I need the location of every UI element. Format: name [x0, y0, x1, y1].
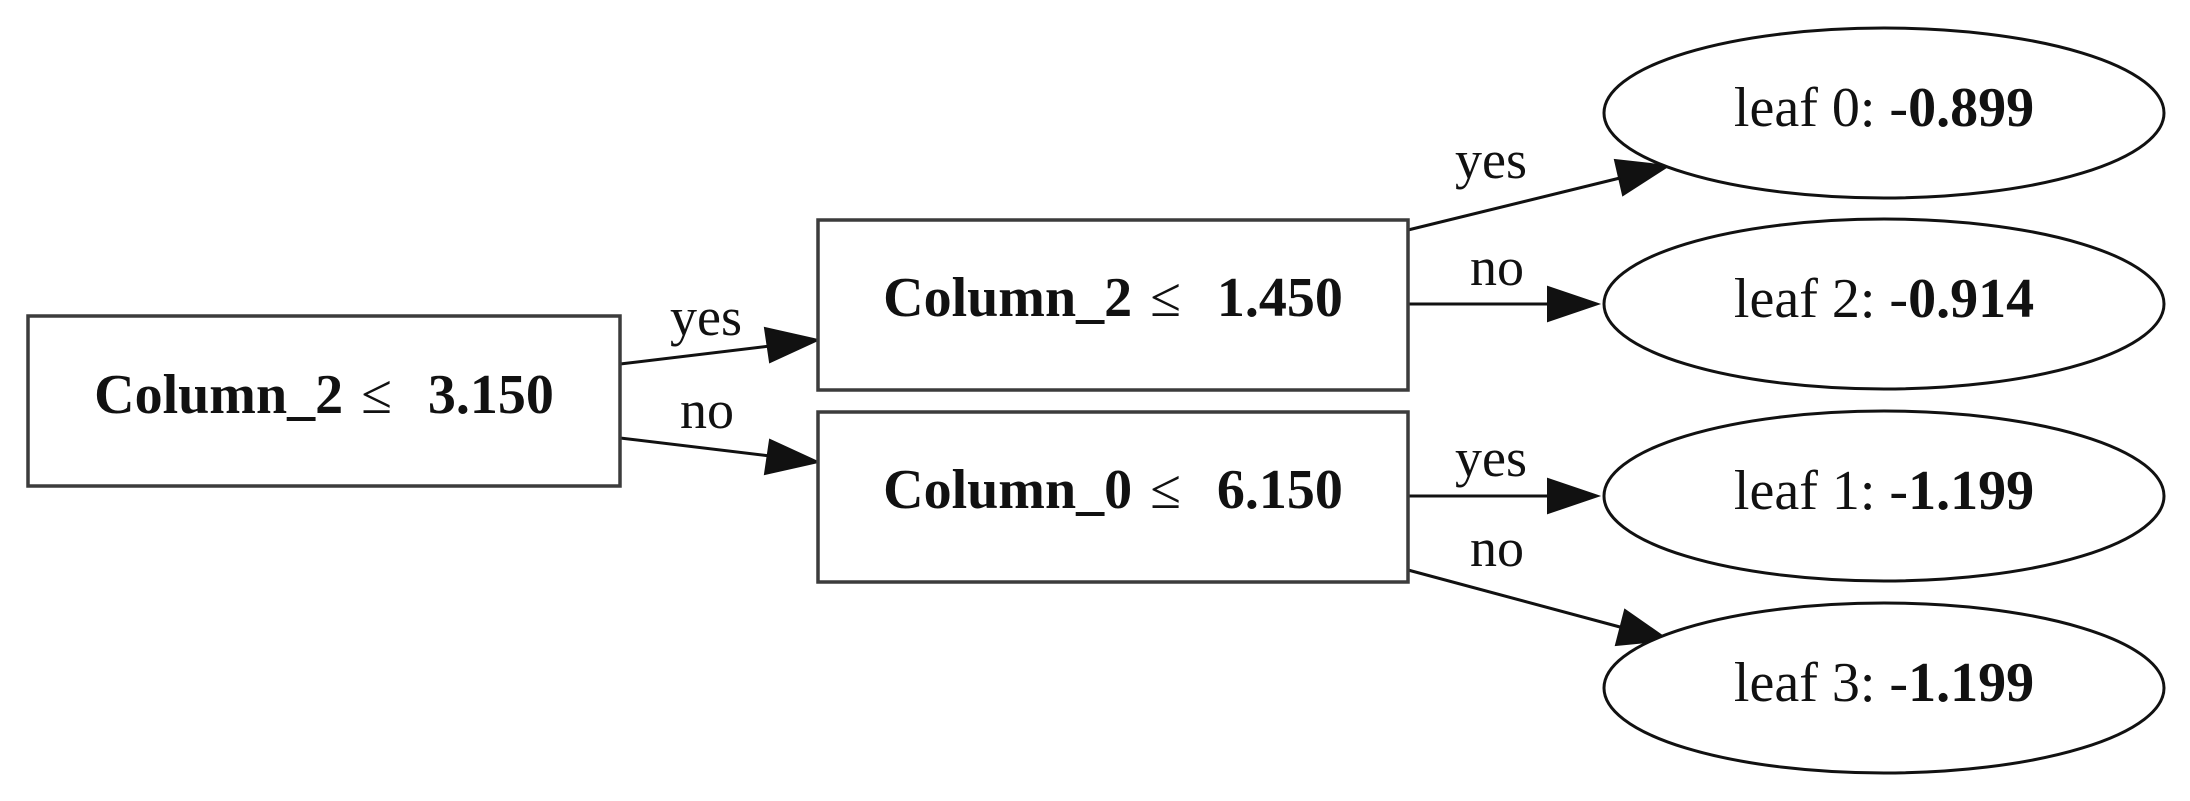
edge-label-split-yes-yes: yes [1455, 130, 1527, 190]
split-threshold: 3.150 [428, 364, 554, 426]
svg-text:leaf 3: -1.199: leaf 3: -1.199 [1734, 652, 2034, 714]
split-threshold: 1.450 [1217, 267, 1343, 329]
leaf-node-0: leaf 0: -0.899 [1602, 26, 2166, 200]
split-node-yes: Column_2 ≤ 1.450 [816, 218, 1410, 392]
split-threshold: 6.150 [1217, 459, 1343, 521]
svg-text:leaf 1: -1.199: leaf 1: -1.199 [1734, 460, 2034, 522]
leaf-node-2: leaf 2: -0.914 [1602, 217, 2166, 391]
split-operator: ≤ [1150, 267, 1181, 329]
svg-text:Column_2 ≤ 3.150: Column_2 ≤ 3.150 [94, 364, 554, 426]
leaf-node-3: leaf 3: -1.199 [1602, 601, 2166, 775]
leaf-sign: - [1889, 460, 1908, 522]
split-feature: Column_0 [883, 459, 1132, 521]
leaf-node-1: leaf 1: -1.199 [1602, 409, 2166, 583]
svg-text:leaf 2: -0.914: leaf 2: -0.914 [1734, 268, 2034, 330]
edge-label-split-no-no: no [1470, 518, 1524, 578]
split-operator: ≤ [361, 364, 392, 426]
leaf-sign: - [1889, 268, 1908, 330]
svg-text:leaf 0: -0.899: leaf 0: -0.899 [1734, 77, 2034, 139]
edge-split-no-no: no [1407, 518, 1671, 647]
edge-split-no-yes: yes [1408, 428, 1602, 515]
leaf-value: 0.899 [1908, 77, 2034, 139]
edge-root-yes: yes [619, 287, 822, 366]
leaf-label: leaf 1: [1734, 460, 1889, 522]
leaf-value: 0.914 [1908, 268, 2034, 330]
leaf-sign: - [1889, 652, 1908, 714]
split-feature: Column_2 [883, 267, 1132, 329]
split-operator: ≤ [1150, 459, 1181, 521]
edge-split-yes-yes: yes [1407, 130, 1671, 232]
edge-label-split-yes-no: no [1470, 237, 1524, 297]
leaf-sign: - [1889, 77, 1908, 139]
split-feature: Column_2 [94, 364, 343, 426]
leaf-value: 1.199 [1908, 652, 2034, 714]
svg-text:Column_2 ≤ 1.450: Column_2 ≤ 1.450 [883, 267, 1343, 329]
split-node-root: Column_2 ≤ 3.150 [26, 314, 622, 488]
edge-label-split-no-yes: yes [1455, 428, 1527, 488]
leaf-label: leaf 2: [1734, 268, 1889, 330]
leaf-label: leaf 0: [1734, 77, 1889, 139]
edge-split-yes-no: no [1408, 237, 1602, 323]
split-node-no: Column_0 ≤ 6.150 [816, 410, 1410, 584]
edge-root-no: no [619, 380, 822, 476]
leaf-value: 1.199 [1908, 460, 2034, 522]
leaf-label: leaf 3: [1734, 652, 1889, 714]
svg-text:Column_0 ≤ 6.150: Column_0 ≤ 6.150 [883, 459, 1343, 521]
edge-label-root-no: no [680, 380, 734, 440]
edge-label-root-yes: yes [670, 287, 742, 347]
